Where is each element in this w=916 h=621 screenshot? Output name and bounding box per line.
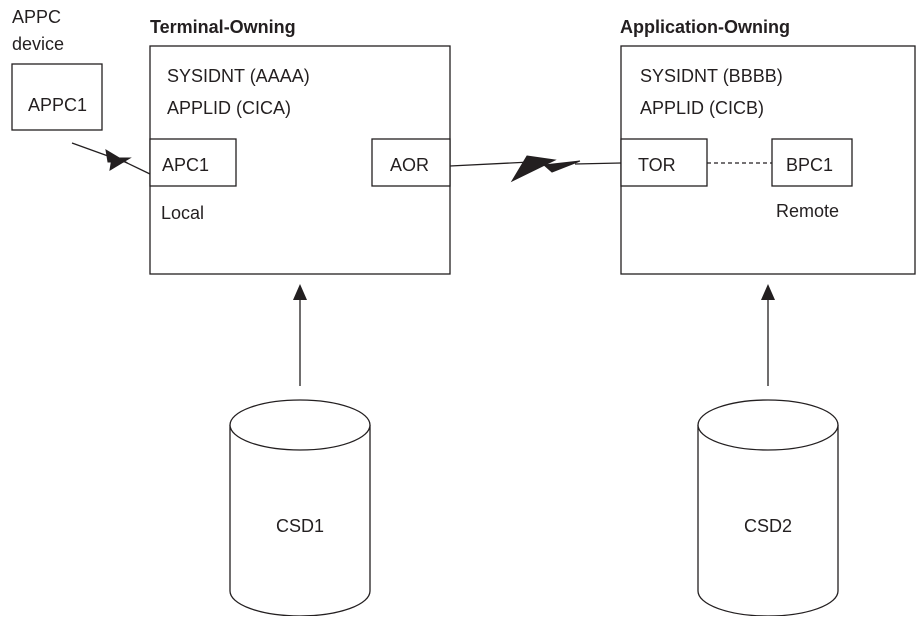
intersystem-link-bolt-lower — [542, 160, 581, 173]
appc-device-caption-line1: APPC — [12, 7, 61, 27]
csd2-label: CSD2 — [744, 516, 792, 536]
aor-connection-label: AOR — [390, 155, 429, 175]
terminal-sysidnt: SYSIDNT (AAAA) — [167, 66, 310, 86]
bpc1-definition-box — [771, 138, 853, 187]
tor-connection-box — [620, 138, 708, 187]
appc-device-box — [11, 63, 103, 131]
application-applid: APPLID (CICB) — [640, 98, 764, 118]
csd2-data-set: CSD2 — [697, 399, 839, 617]
aor-connection-box — [371, 138, 451, 187]
csd2-cylinder-top — [697, 399, 839, 451]
application-sysidnt: SYSIDNT (BBBB) — [640, 66, 783, 86]
csd2-arrowhead — [761, 284, 775, 300]
terminal-owning-title: Terminal-Owning — [150, 17, 296, 37]
apc1-connection-label: APC1 — [162, 155, 209, 175]
csd1-arrowhead — [293, 284, 307, 300]
local-caption: Local — [161, 203, 204, 223]
tor-connection-label: TOR — [638, 155, 676, 175]
appc-link-bolt-lower — [109, 157, 132, 171]
remote-caption: Remote — [776, 201, 839, 221]
intersystem-link — [449, 155, 622, 183]
terminal-applid: APPLID (CICA) — [167, 98, 291, 118]
application-owning-title: Application-Owning — [620, 17, 790, 37]
appc-device-caption-line2: device — [12, 34, 64, 54]
apc1-connection-box — [149, 138, 237, 187]
bpc1-definition-label: BPC1 — [786, 155, 833, 175]
csd1-cylinder-top — [229, 399, 371, 451]
intersystem-link-bolt-upper — [510, 155, 557, 183]
csd1-data-set: CSD1 — [229, 399, 371, 617]
csd1-label: CSD1 — [276, 516, 324, 536]
appc-link — [71, 142, 151, 175]
appc-device-label: APPC1 — [28, 95, 87, 115]
